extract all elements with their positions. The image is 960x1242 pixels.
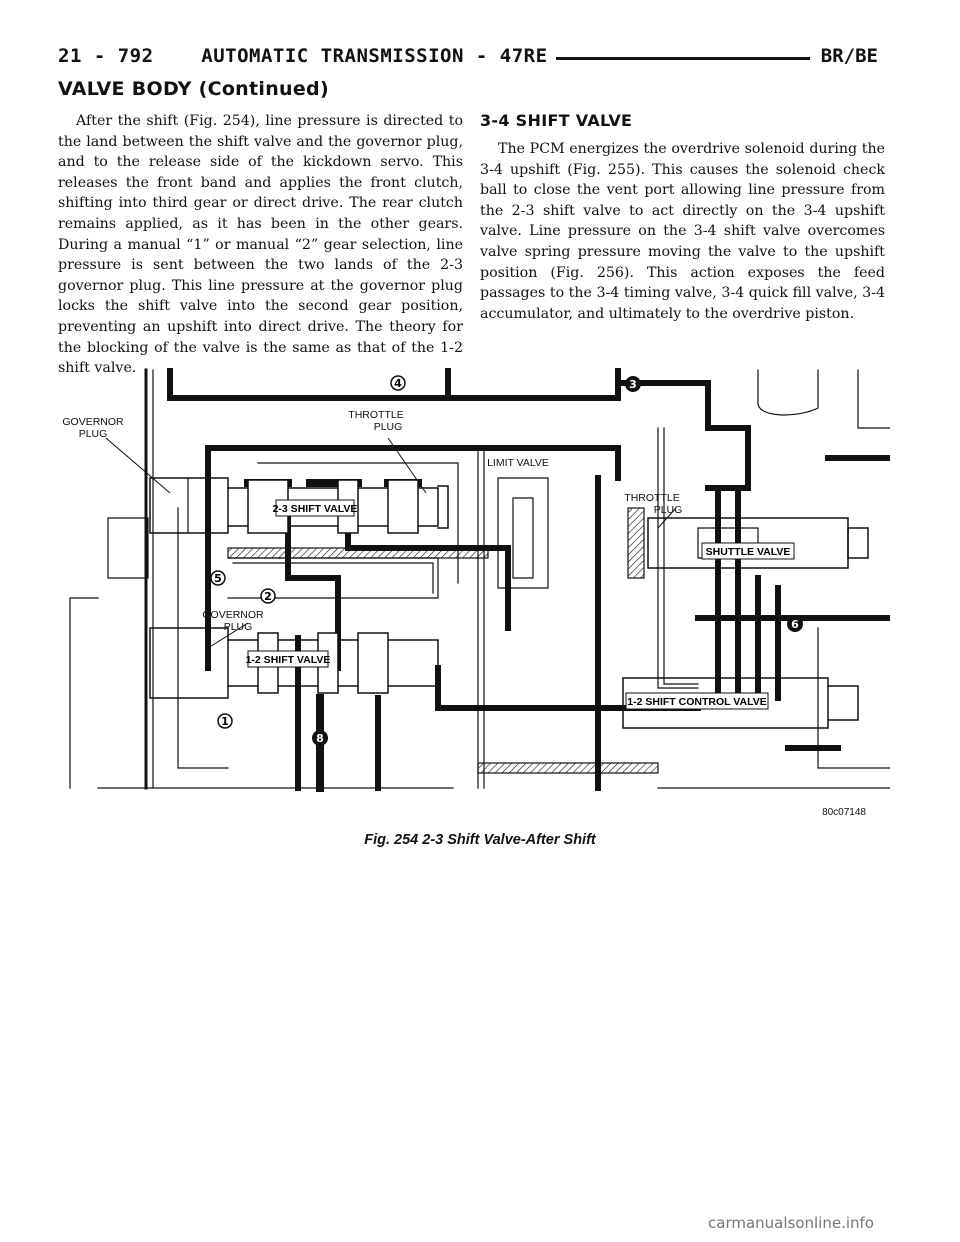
check-ball-6-label: 6 [791,618,799,631]
label-limit-valve: LIMIT VALVE [487,457,549,469]
label-governor-plug-lower-2: PLUG [224,621,253,633]
figure-id: 80c07148 [822,807,866,818]
check-ball-3-icon [625,376,641,392]
figure-caption: Fig. 254 2-3 Shift Valve-After Shift [364,832,596,848]
left-column-paragraph: After the shift (Fig. 254), line pressur… [58,113,463,377]
label-governor-plug-top-1: GOVERNOR [62,416,124,428]
label-throttle-plug-top-2: PLUG [374,421,403,433]
check-ball-3-label: 3 [629,378,637,391]
label-throttle-plug-top-1: THROTTLE [348,409,403,421]
label-governor-plug-top-2: PLUG [79,428,108,440]
manual-title: AUTOMATIC TRANSMISSION - 47RE [201,45,548,67]
check-ball-5-label: 5 [214,572,222,585]
subheading-3-4-shift-valve: 3-4 SHIFT VALVE [480,111,633,130]
check-ball-8-label: 8 [316,732,324,745]
label-1-2-shift-control-valve: 1-2 SHIFT CONTROL VALVE [627,696,766,708]
label-throttle-plug-right-1: THROTTLE [624,492,679,504]
check-ball-1-label: 1 [221,715,229,728]
check-ball-4-label: 4 [394,377,402,390]
section-title: VALVE BODY (Continued) [58,78,329,100]
check-ball-1-icon [217,713,233,729]
label-governor-plug-lower-1: GOVERNOR [202,609,264,621]
right-column-paragraph: The PCM energizes the overdrive solenoid… [480,141,885,322]
check-ball-2-icon [260,588,276,604]
label-shuttle-valve: SHUTTLE VALVE [706,546,791,558]
check-ball-8-icon [312,730,328,746]
hydraulic-diagram: GOVERNOR PLUG THROTTLE PLUG LIMIT VALVE … [62,368,890,818]
hydraulic-diagram-figure: GOVERNOR PLUG THROTTLE PLUG LIMIT VALVE … [58,368,890,820]
header-rule [430,57,810,60]
check-ball-6-icon [787,616,803,632]
model-code: BR/BE [812,45,878,67]
check-ball-5-icon [210,570,226,586]
page-number: 21 - 792 [58,45,154,67]
watermark: carmanualsonline.info [708,1214,874,1232]
label-throttle-plug-right-2: PLUG [654,504,683,516]
check-ball-2-label: 2 [264,590,272,603]
check-ball-4-icon [390,375,406,391]
label-1-2-shift-valve: 1-2 SHIFT VALVE [246,654,331,666]
label-2-3-shift-valve: 2-3 SHIFT VALVE [273,503,358,515]
page-header-title: 21 - 792 AUTOMATIC TRANSMISSION - 47RE [58,45,556,67]
